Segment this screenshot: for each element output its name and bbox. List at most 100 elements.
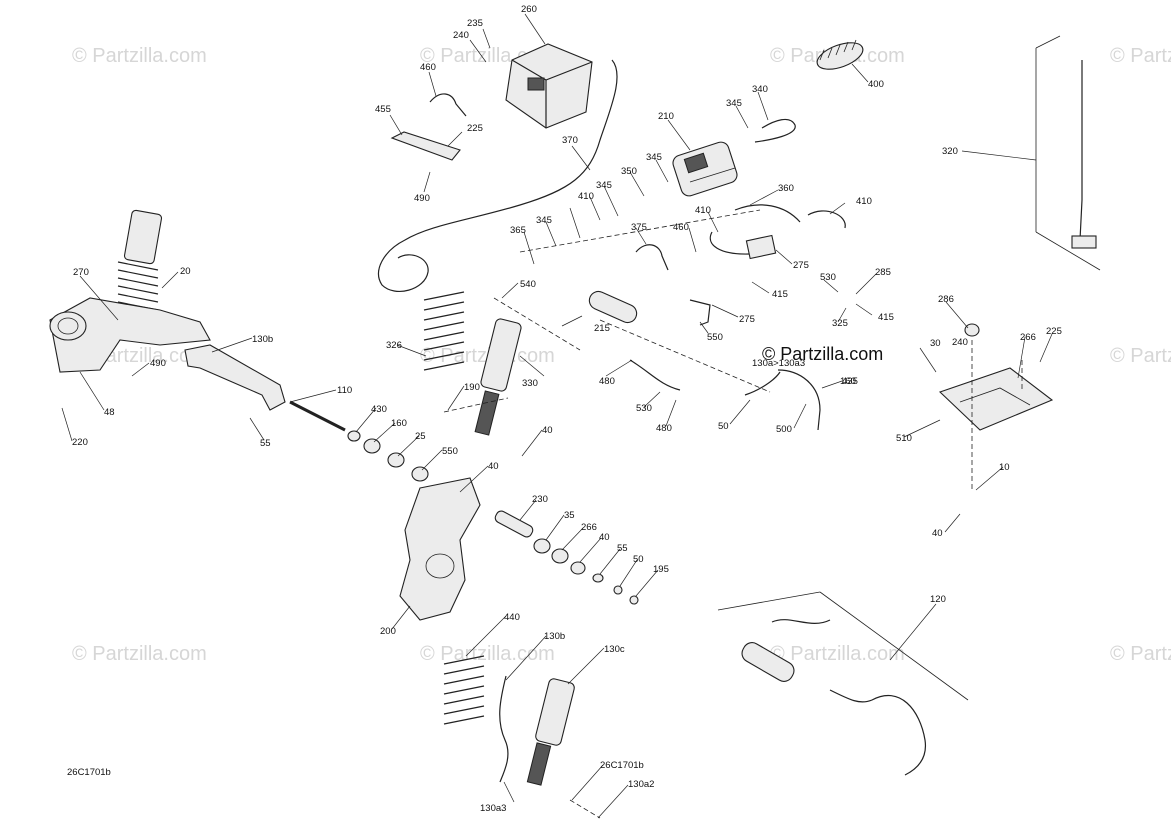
callout: 345: [726, 98, 742, 109]
callout: 530: [820, 272, 836, 283]
callout: 345: [596, 180, 612, 191]
callout: 326: [386, 340, 402, 351]
callout: 130a3: [480, 803, 506, 814]
callout: 200: [380, 626, 396, 637]
callout: 340: [752, 84, 768, 95]
callout: 266: [581, 522, 597, 533]
battery-tray-220-drawing: [938, 323, 1054, 490]
callout: 550: [707, 332, 723, 343]
callout: 40: [542, 425, 553, 436]
callout: 35: [564, 510, 575, 521]
wire-410c-drawing: [807, 210, 846, 229]
callout: 510: [896, 433, 912, 444]
callout: 260: [521, 4, 537, 15]
callout: 40: [488, 461, 499, 472]
callout: 220: [72, 437, 88, 448]
callout: 195: [653, 564, 669, 575]
part-illustrations: [49, 35, 1101, 786]
callout: 330: [522, 378, 538, 389]
battery-bracket-drawing: [505, 43, 593, 129]
watermark: © Partzilla.com: [1110, 345, 1171, 367]
cable-320-drawing: [1079, 60, 1083, 241]
callout: 410: [856, 196, 872, 207]
callout: 480: [656, 423, 672, 434]
callout: 130b: [252, 334, 273, 345]
callout: 270: [73, 267, 89, 278]
sensor-wire-130c-drawing: [499, 675, 509, 783]
callout: 190: [464, 382, 480, 393]
hose-340-drawing: [754, 118, 796, 143]
callout: 48: [104, 407, 115, 418]
cable-370-drawing: [377, 59, 618, 293]
callout: 120: [930, 594, 946, 605]
callout: 430: [371, 404, 387, 415]
callout: 215: [594, 323, 610, 334]
callout: 210: [658, 111, 674, 122]
watermark: © Partzilla.com: [72, 45, 207, 67]
swing-arm-drawing: [49, 297, 211, 373]
callout: 130a>130a3: [752, 358, 805, 369]
callout: 225: [467, 123, 483, 134]
callout: 286: [938, 294, 954, 305]
callout: 490: [414, 193, 430, 204]
wire-410b-drawing: [709, 231, 751, 255]
callout: 370: [562, 135, 578, 146]
knuckle-drawing: [399, 477, 481, 621]
callout: 285: [875, 267, 891, 278]
callout: 415: [878, 312, 894, 323]
callout: 240: [952, 337, 968, 348]
callout: 26C1701b: [600, 760, 644, 771]
bracket-320-drawing: [1071, 235, 1097, 249]
callout: 540: [520, 279, 536, 290]
callout: 415: [772, 289, 788, 300]
shaft-190-drawing: [289, 400, 346, 432]
callout: 480: [599, 376, 615, 387]
harness-330-drawing: [629, 359, 681, 391]
callout: 460: [420, 62, 436, 73]
cable-480-drawing: [777, 369, 821, 431]
callout: 240: [453, 30, 469, 41]
bracket-325-drawing: [689, 299, 711, 326]
watermark: © Partzilla.com: [420, 643, 555, 665]
callout: 30: [930, 338, 941, 349]
callout: 400: [868, 79, 884, 90]
callout: 435: [842, 376, 858, 387]
callout: 275: [793, 260, 809, 271]
callout: 55: [617, 543, 628, 554]
callout: 10: [999, 462, 1010, 473]
callout: 130b: [544, 631, 565, 642]
bellows-400-drawing: [816, 39, 864, 70]
leader-lines: [61, 13, 1053, 819]
spring-130b-upper-drawing: [423, 291, 465, 371]
callout: 350: [621, 166, 637, 177]
callout: 410: [578, 191, 594, 202]
callout: 345: [536, 215, 552, 226]
callout: 20: [180, 266, 191, 277]
module-270-drawing: [745, 234, 777, 260]
callout: 266: [1020, 332, 1036, 343]
callout: 550: [442, 446, 458, 457]
pin-35-drawing: [494, 510, 534, 538]
brand-watermark: © Partzilla.com: [762, 344, 883, 364]
plate-455-drawing: [390, 131, 461, 161]
shock-130a-upper-drawing: [474, 318, 522, 436]
callout: 410: [695, 205, 711, 216]
callout: 490: [150, 358, 166, 369]
watermark: © Partzilla.com: [72, 643, 207, 665]
callout: 275: [739, 314, 755, 325]
callout: 40: [932, 528, 943, 539]
spring-130b-lower-drawing: [443, 655, 485, 725]
callout: 25: [415, 431, 426, 442]
callout: 230: [532, 494, 548, 505]
link-arm-30-drawing: [184, 344, 286, 411]
callout: 530: [636, 403, 652, 414]
diagram-code: 26C1701b: [67, 767, 111, 778]
clip-460b-drawing: [635, 244, 669, 271]
cylinder-550-drawing: [588, 290, 638, 324]
callout: 40: [599, 532, 610, 543]
callout-labels: 235 260 240 460 455 225 490 400 340 345 …: [67, 4, 1062, 814]
callout: 320: [942, 146, 958, 157]
cable-500-drawing: [744, 371, 781, 396]
shock-130a-lower-drawing: [526, 678, 575, 786]
